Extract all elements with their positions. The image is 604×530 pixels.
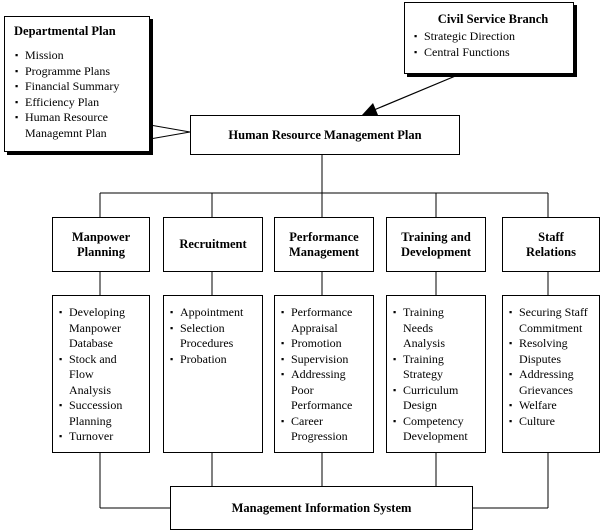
manpower-planning-detail: Developing Manpower Database Stock and F… bbox=[52, 295, 150, 453]
list-item: Competency Development bbox=[392, 414, 481, 445]
staff-relations-detail: Securing Staff Commitment Resolving Disp… bbox=[502, 295, 600, 453]
recruitment-detail: Appointment Selection Procedures Probati… bbox=[163, 295, 263, 453]
hrm-plan-box: Human Resource Management Plan bbox=[190, 115, 460, 155]
training-development-detail: Training Needs Analysis Training Strateg… bbox=[386, 295, 486, 453]
list-item: Human Resource Managemnt Plan bbox=[14, 110, 117, 141]
performance-management-title: Performance Management bbox=[288, 229, 360, 259]
arrow-civil-to-hrm bbox=[373, 71, 466, 111]
civil-service-branch-title: Civil Service Branch bbox=[437, 12, 549, 26]
list-item: Probation bbox=[169, 352, 258, 368]
mis-title: Management Information System bbox=[231, 500, 412, 515]
manpower-planning-list: Developing Manpower Database Stock and F… bbox=[58, 305, 145, 445]
training-development-list: Training Needs Analysis Training Strateg… bbox=[392, 305, 481, 445]
list-item: Supervision bbox=[280, 352, 369, 368]
list-item: Appointment bbox=[169, 305, 258, 321]
list-item: Career Progression bbox=[280, 414, 369, 445]
performance-management-detail: Performance Appraisal Promotion Supervis… bbox=[274, 295, 374, 453]
list-item: Resolving Disputes bbox=[508, 336, 579, 367]
departmental-plan-list: Mission Programme Plans Financial Summar… bbox=[14, 48, 149, 141]
training-development-header: Training and Development bbox=[386, 217, 486, 272]
list-item: Addressing Grievances bbox=[508, 367, 589, 398]
departmental-plan-title: Departmental Plan bbox=[14, 24, 116, 38]
recruitment-header: Recruitment bbox=[163, 217, 263, 272]
list-item: Financial Summary bbox=[14, 79, 149, 95]
staff-relations-list: Securing Staff Commitment Resolving Disp… bbox=[508, 305, 596, 429]
list-item: Mission bbox=[14, 48, 149, 64]
list-item: Promotion bbox=[280, 336, 369, 352]
list-item: Programme Plans bbox=[14, 64, 149, 80]
list-item: Succession Planning bbox=[58, 398, 145, 429]
list-item: Addressing Poor Performance bbox=[280, 367, 361, 414]
list-item: Training Needs Analysis bbox=[392, 305, 458, 352]
civil-service-branch-box: Civil Service Branch Strategic Direction… bbox=[404, 2, 574, 74]
recruitment-title: Recruitment bbox=[179, 237, 247, 251]
mis-box: Management Information System bbox=[170, 486, 473, 530]
hrm-plan-title: Human Resource Management Plan bbox=[228, 127, 422, 142]
list-item: Central Functions bbox=[413, 45, 573, 61]
list-item: Welfare bbox=[508, 398, 596, 414]
list-item: Strategic Direction bbox=[413, 29, 573, 45]
list-item: Curriculum Design bbox=[392, 383, 481, 414]
list-item: Stock and Flow Analysis bbox=[58, 352, 129, 399]
arrowhead-civil-to-hrm bbox=[362, 103, 378, 115]
list-item: Selection Procedures bbox=[169, 321, 258, 352]
list-item: Efficiency Plan bbox=[14, 95, 149, 111]
staff-relations-title: Staff Relations bbox=[526, 229, 576, 259]
civil-service-branch-list: Strategic Direction Central Functions bbox=[413, 29, 573, 60]
list-item: Developing Manpower Database bbox=[58, 305, 145, 352]
performance-management-header: Performance Management bbox=[274, 217, 374, 272]
list-item: Culture bbox=[508, 414, 596, 430]
list-item: Performance Appraisal bbox=[280, 305, 369, 336]
recruitment-list: Appointment Selection Procedures Probati… bbox=[169, 305, 258, 367]
manpower-planning-title: Manpower Planning bbox=[71, 229, 131, 259]
list-item: Turnover bbox=[58, 429, 145, 445]
performance-management-list: Performance Appraisal Promotion Supervis… bbox=[280, 305, 369, 445]
training-development-title: Training and Development bbox=[400, 229, 472, 259]
staff-relations-header: Staff Relations bbox=[502, 217, 600, 272]
list-item: Training Strategy bbox=[392, 352, 481, 383]
list-item: Securing Staff Commitment bbox=[508, 305, 596, 336]
departmental-plan-box: Departmental Plan Mission Programme Plan… bbox=[4, 16, 150, 152]
manpower-planning-header: Manpower Planning bbox=[52, 217, 150, 272]
